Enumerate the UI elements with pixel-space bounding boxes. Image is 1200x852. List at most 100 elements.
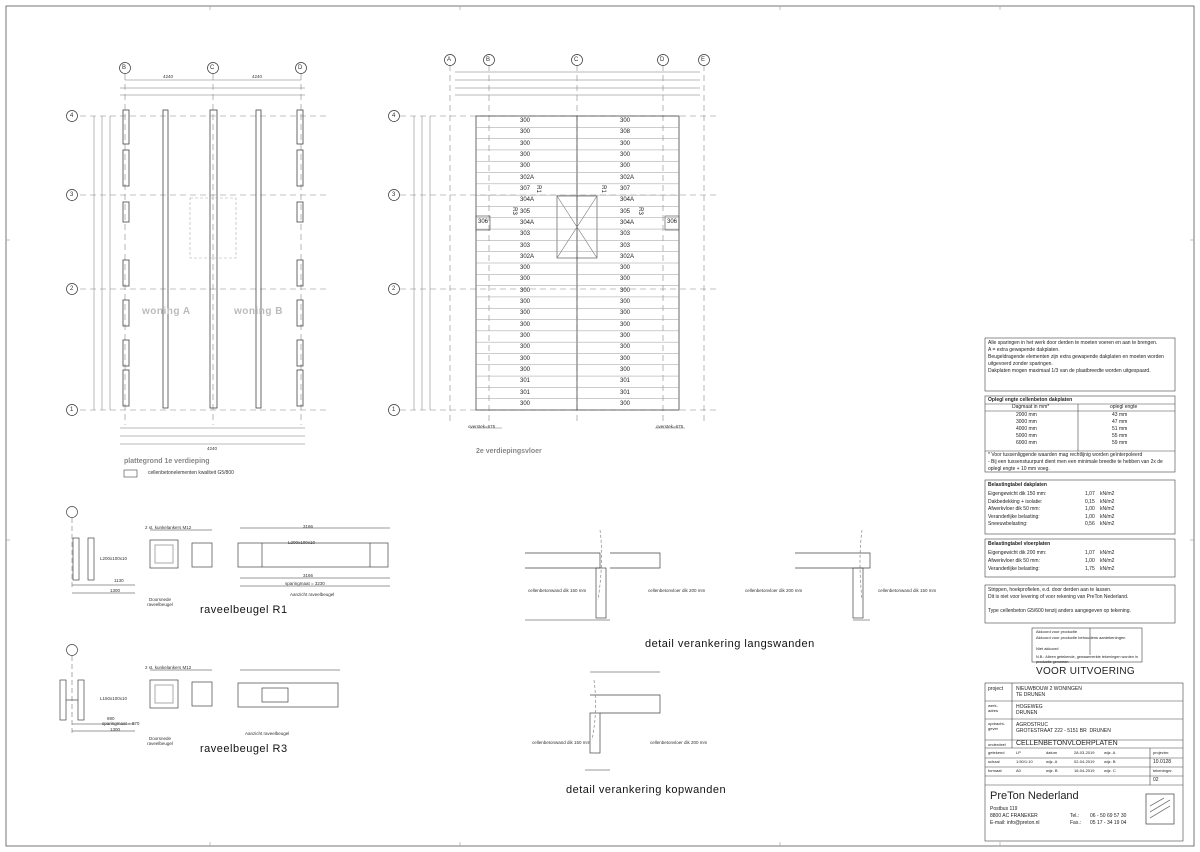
slab-label: 301 [520, 389, 531, 396]
tb-row-cell: 02-04-2019 [1074, 759, 1095, 764]
bel-dak-rows-cell: kN/m2 [1100, 513, 1115, 520]
wall-label: cellenbetonwand dik 150 mm [532, 740, 591, 745]
axis-label: A [447, 57, 452, 63]
tb-row-cell: wijz. C [1104, 768, 1116, 773]
tb-row-cell: wijz. B [1104, 759, 1116, 764]
slab-label: 300 [520, 129, 531, 136]
slab-306: 306 [478, 219, 489, 225]
slab-label: 307 [520, 186, 531, 192]
tb-opdrachtgever: AGROSTRUC GROTESTRAAT 222 - 5151 BR DRUN… [1016, 722, 1111, 734]
dimension: 4240 [207, 446, 218, 451]
company-addr: Postbus 119 [990, 806, 1018, 812]
slab-label: 300 [620, 118, 631, 125]
doorsnede-label: Doorsnede raveelbeugel [147, 736, 173, 746]
slab-label: 301 [620, 378, 631, 385]
slab-label: 300 [520, 310, 531, 317]
r3-mark: R3 [510, 207, 517, 215]
axis-label: C [574, 57, 579, 63]
slab-label: 300 [620, 310, 631, 317]
opleg-rows-cell: 3000 mm [1016, 419, 1037, 425]
slab-label: 301 [520, 378, 531, 385]
slab-label: 300 [620, 400, 631, 407]
slab-label: 302A [520, 174, 535, 181]
dimension: 4240 [252, 74, 263, 79]
axis-label: 1 [392, 407, 396, 413]
bel-dak-rows-cell: 0,56 [1085, 521, 1095, 527]
bel-vloer-rows-cell: kN/m2 [1100, 558, 1115, 564]
slab-label: 307 [620, 186, 631, 192]
axis-label: E [701, 57, 706, 63]
profile-label: L200x100x10 [100, 556, 128, 561]
floor-label: cellenbetonvloer dik 200 mm [745, 588, 803, 593]
wall-label: cellenbetonwand dik 150 mm [528, 588, 587, 593]
bel-dak-rows-cell: 1,00 [1085, 506, 1095, 512]
overstek-label: overstek=675 [656, 424, 684, 429]
opleg-rows-cell: 2000 mm [1016, 412, 1037, 418]
tb-row-cell: wijz. A [1104, 750, 1116, 755]
dimension: 890 [107, 716, 115, 721]
slab-label: 300 [520, 355, 531, 362]
profile-label: L150x100x10 [100, 696, 128, 701]
bel-vloer-rows-cell: Veranderlijke belasting: [988, 566, 1040, 572]
axis-label: 3 [70, 192, 74, 198]
preton-logo [1145, 793, 1175, 825]
axis-label: D [660, 57, 665, 63]
opleg-title: Oplegl engte cellenbeton dakplaten [988, 397, 1073, 403]
extra-notes: Strippen, hoekprofielen, e.d. door derde… [988, 587, 1131, 614]
bel-dak-rows-cell: kN/m2 [1100, 521, 1115, 527]
general-notes: Alle sparingen in het werk door derden t… [988, 340, 1164, 374]
slab-label: 303 [620, 242, 631, 249]
slab-label: 300 [620, 163, 631, 170]
tb-label: Tel.: [1070, 813, 1080, 819]
slab-label: 300 [520, 287, 531, 294]
caption-langswanden: detail verankering langswanden [645, 638, 815, 650]
opleg-rows-cell: 43 mm [1112, 412, 1128, 418]
slab-label: 300 [520, 118, 531, 125]
axis-label: 1 [70, 407, 74, 413]
tb-row-cell: 16-04-2019 [1074, 768, 1095, 773]
slab-label: 302A [620, 253, 635, 260]
dimension: 4240 [163, 74, 174, 79]
slab-label: 300 [520, 321, 531, 328]
axis-label: B [122, 65, 127, 71]
slab-label: 300 [520, 265, 531, 272]
slab-label: 301 [620, 389, 631, 396]
stamp-row: Niet akkoord [1036, 646, 1059, 651]
bel-vloer-rows-cell: 1,00 [1085, 558, 1095, 564]
detail-langswanden [525, 529, 871, 621]
overstek-label: overstek=675 [468, 424, 496, 429]
detail-kopwanden [585, 671, 661, 771]
slab-label: 302A [620, 174, 635, 181]
company-addr: 8800 AC FRANEKER [990, 813, 1038, 819]
stamp-nb: N.B.: Alleen getekende, gewaarmerkte tek… [1036, 655, 1138, 664]
bel-vloer-rows-cell: 1,07 [1085, 550, 1095, 556]
status-label: VOOR UITVOERING [1036, 666, 1135, 677]
bel-vloer-rows-cell: 1,75 [1085, 566, 1095, 572]
r3-mark: R3 [636, 207, 643, 215]
slab-label: 300 [520, 344, 531, 351]
opleg-rows-cell: 55 mm [1112, 433, 1128, 439]
tb-row-cell: getekend [988, 750, 1005, 755]
slab-label: 304A [520, 219, 535, 226]
tb-row-cell: wijz. B [1046, 768, 1058, 773]
slab-label: 300 [520, 366, 531, 373]
opleg-rows-cell: 51 mm [1112, 426, 1128, 432]
wall-label: cellenbetonwand dik 150 mm [878, 588, 937, 593]
opleg-footnote: * Voor tussenliggende waarden mag rechtl… [988, 452, 1163, 472]
bel-dak-rows-cell: 1,07 [1085, 491, 1095, 497]
profile-label: L200x100x10 [288, 540, 316, 545]
slab-label: 303 [520, 242, 531, 249]
tb-projectnr: 10.0128 [1153, 759, 1172, 765]
axis-label: 4 [70, 113, 74, 119]
bel-dak-rows-cell: Sneeuwbelasting: [988, 521, 1028, 527]
slab-label: 305 [620, 208, 631, 215]
tb-project: NIEUWBOUW 2 WONINGEN TE DRUNEN [1016, 686, 1082, 698]
tb-tekeningnr: 02 [1153, 777, 1159, 783]
tb-row-cell: A0 [1016, 768, 1021, 773]
tb-row-cell: 1:50/1:10 [1016, 759, 1033, 764]
axis-label: B [486, 57, 491, 63]
axis-label: D [298, 65, 303, 71]
sparing-label: sparingmaat = 3230 [285, 581, 325, 586]
aanzicht-label: Aanzicht raveelbeugel [290, 592, 335, 597]
woning-b-label: woning B [234, 306, 283, 317]
